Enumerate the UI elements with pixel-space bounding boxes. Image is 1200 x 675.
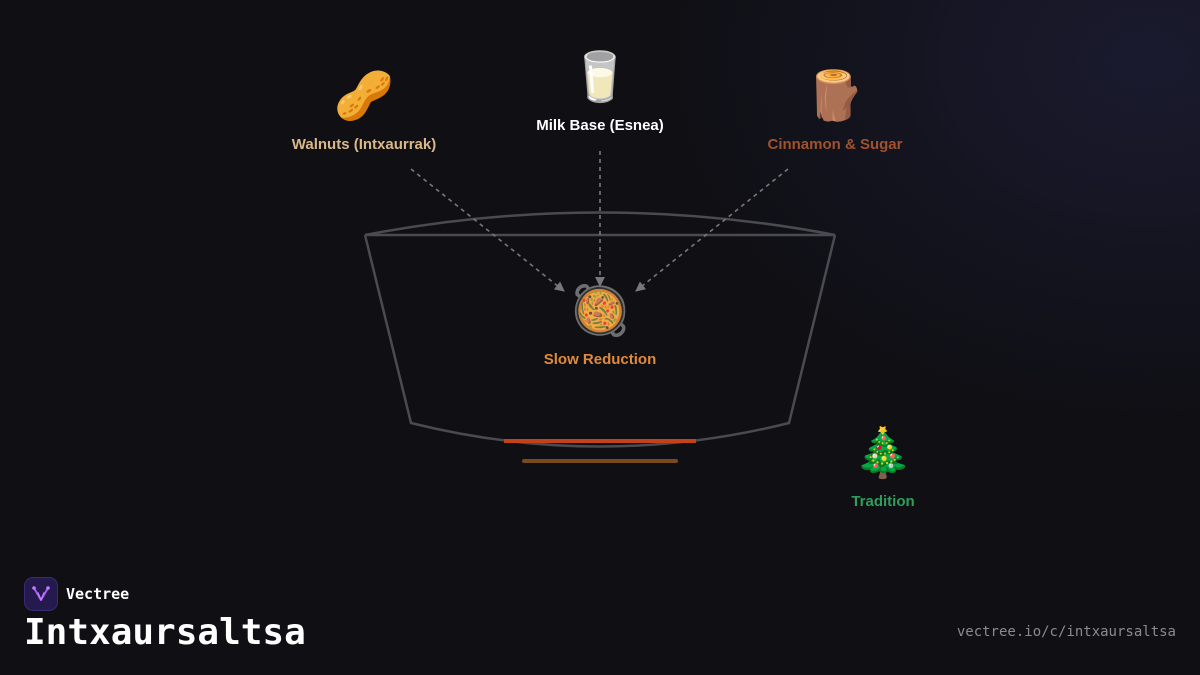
source-url[interactable]: vectree.io/c/intxaursaltsa	[956, 624, 1176, 640]
peanut-icon: 🥜	[334, 68, 394, 124]
node-milk: 🥛 Milk Base (Esnea)	[480, 49, 720, 134]
paella-pan-icon: 🥘	[570, 283, 630, 339]
brand: Vectree	[24, 577, 129, 611]
node-walnuts-label: Walnuts (Intxaurrak)	[291, 136, 437, 153]
christmas-tree-icon: 🎄	[853, 425, 913, 481]
arrow-cinnamon-to-reduction	[635, 168, 789, 292]
arrow-walnuts-to-reduction	[410, 168, 565, 292]
brand-name: Vectree	[66, 585, 130, 603]
pot-body	[363, 234, 837, 448]
node-reduction-label: Slow Reduction	[543, 351, 657, 368]
page-title: Intxaursaltsa	[24, 612, 306, 653]
vectree-logo-icon	[24, 577, 58, 611]
node-cinnamon: 🪵 Cinnamon & Sugar	[715, 68, 955, 153]
wood-log-icon: 🪵	[805, 68, 865, 124]
node-milk-label: Milk Base (Esnea)	[536, 117, 664, 134]
pot-rim-curve	[364, 211, 836, 237]
node-reduction: 🥘 Slow Reduction	[480, 283, 720, 368]
node-walnuts: 🥜 Walnuts (Intxaurrak)	[244, 68, 484, 153]
node-cinnamon-label: Cinnamon & Sugar	[767, 136, 903, 153]
node-tradition-label: Tradition	[851, 493, 915, 510]
milk-glass-icon: 🥛	[570, 49, 630, 105]
node-tradition: 🎄 Tradition	[763, 425, 1003, 510]
